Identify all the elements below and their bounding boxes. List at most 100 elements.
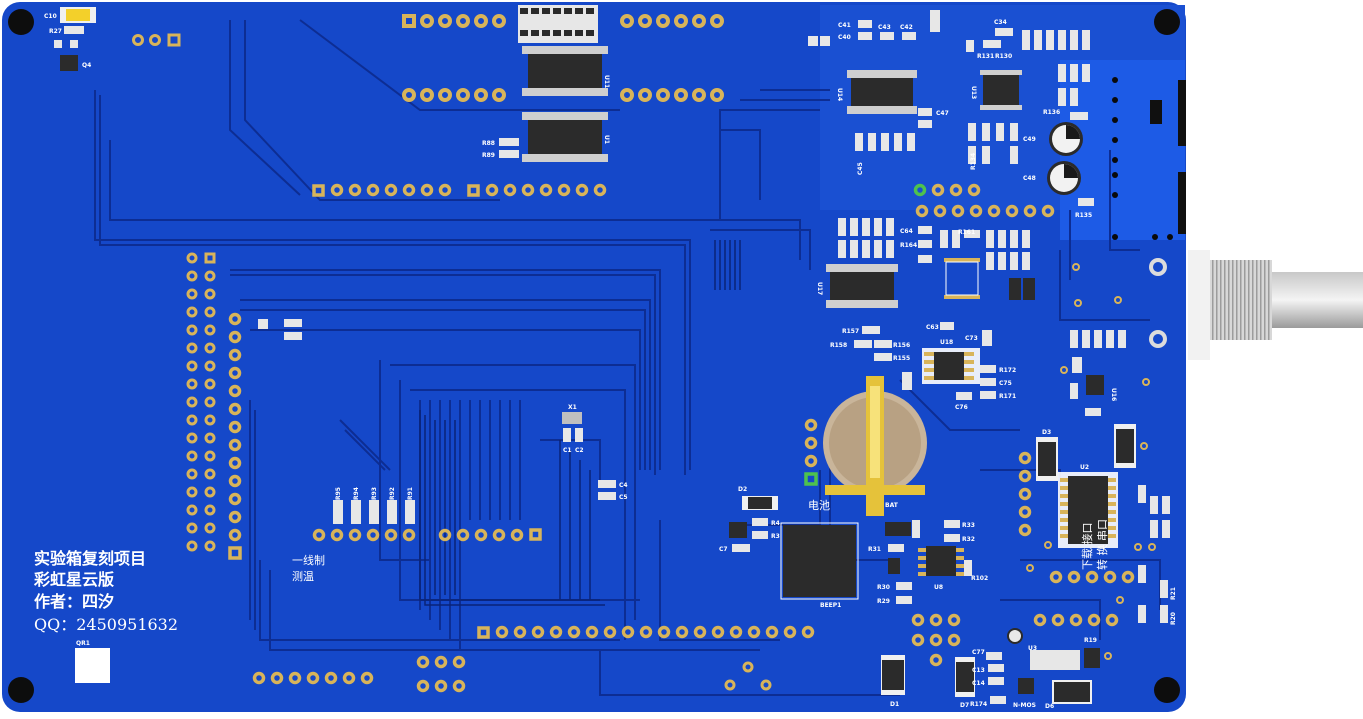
resistors-r134-r135: R134 — [968, 123, 1018, 170]
header-left-single-column — [228, 312, 242, 560]
resistor-array-top — [518, 5, 598, 43]
resistors-r130-r131: R131 R130 C34 — [966, 19, 1013, 60]
label-u3: U3 — [1028, 645, 1037, 652]
label-c2: C2 — [575, 447, 584, 454]
header-below-u8 — [911, 613, 961, 667]
label-c7: C7 — [719, 546, 728, 553]
silk-download-1: 下载 接口 — [1081, 523, 1094, 571]
label-c40: C40 — [838, 34, 851, 41]
label-u11: U11 — [603, 75, 610, 88]
bnc-connector — [1149, 250, 1363, 360]
silk-onewire-1: 一线制 — [292, 553, 325, 567]
part-q4: Q4 — [54, 40, 91, 71]
label-r102: R102 — [971, 575, 988, 582]
buzzer-beep1: BEEP1 — [780, 522, 859, 609]
label-r4: R4 — [771, 520, 780, 527]
label-r91: R91 — [407, 487, 414, 500]
header-battery-left — [804, 418, 818, 486]
resistors-far-right: R20 R21 — [1138, 485, 1177, 625]
label-c73: C73 — [965, 335, 978, 342]
resistors-u17-top: C64 R164 — [838, 218, 932, 263]
label-d6: D6 — [1045, 703, 1054, 710]
label-u8: U8 — [934, 584, 943, 591]
label-u16: U16 — [1110, 388, 1117, 401]
part-near-c30 — [258, 319, 302, 340]
label-c64: C64 — [900, 228, 913, 235]
label-r30: R30 — [877, 584, 890, 591]
label-r29: R29 — [877, 598, 890, 605]
label-r33: R33 — [962, 522, 975, 529]
chip-u8: U8 — [918, 546, 964, 591]
label-r130: R130 — [995, 53, 1012, 60]
caps-c45-c47: C45 C47 — [855, 108, 949, 175]
resistors-top-right-cluster: R136 — [1022, 30, 1090, 120]
label-c41: C41 — [838, 22, 851, 29]
vias-misc — [1026, 263, 1156, 660]
mounting-holes — [8, 9, 1180, 703]
label-r174: R174 — [970, 701, 987, 708]
label-c77: C77 — [972, 649, 985, 656]
chip-u17: U17 — [816, 264, 898, 308]
label-c75: C75 — [999, 380, 1012, 387]
label-r135: R135 — [1075, 212, 1092, 219]
trace-layer-inner — [419, 240, 741, 606]
label-r158: R158 — [830, 342, 847, 349]
silk-download-2: 转 换 串口 — [1095, 519, 1109, 570]
label-r94: R94 — [353, 487, 360, 500]
silk-nmos: N-MOS — [1013, 702, 1036, 709]
label-c45: C45 — [857, 162, 864, 175]
part-r27: R27 — [49, 26, 84, 35]
label-c76: C76 — [955, 404, 968, 411]
crystal-x1: X1 C1 C2 — [562, 404, 584, 454]
header-bottom-left — [252, 655, 466, 693]
chip-u11: U11 — [522, 46, 610, 96]
chip-u14: U14 — [836, 70, 917, 114]
label-r171: R171 — [999, 393, 1016, 400]
label-r89: R89 — [482, 152, 495, 159]
label-r156: R156 — [893, 342, 910, 349]
diode-right-vertical — [1114, 424, 1136, 468]
label-c43: C43 — [878, 24, 891, 31]
copper-pour-right — [1060, 60, 1185, 240]
label-c34: C34 — [994, 19, 1007, 26]
label-r131: R131 — [977, 53, 994, 60]
label-q4: Q4 — [82, 62, 91, 69]
diode-d3: D3 — [1036, 429, 1058, 481]
label-x1: X1 — [568, 404, 577, 411]
header-top-row-left — [402, 14, 506, 28]
header-top-row-right — [620, 14, 724, 28]
label-r27: R27 — [49, 28, 62, 35]
label-r136: R136 — [1043, 109, 1060, 116]
audio-jack-bottom — [1178, 172, 1186, 234]
audio-jack-top — [1150, 80, 1186, 146]
label-r88: R88 — [482, 140, 495, 147]
chip-u16-u18-area: R161 C63 C73 — [926, 229, 1035, 346]
silk-onewire-2: 测温 — [292, 570, 314, 583]
label-c42: C42 — [900, 24, 913, 31]
header-bottom-long — [477, 625, 815, 639]
label-u13: U13 — [970, 86, 977, 99]
caps-c4-c5: C4 C5 — [598, 480, 628, 501]
resistors-r155-r158: R157 R158 R156 R155 — [830, 326, 912, 390]
parts-around-u8: R33 R32 R31 R30 R29 R102 — [868, 520, 988, 605]
header-second-row-left — [402, 88, 506, 102]
label-c5: C5 — [619, 494, 628, 501]
label-r92: R92 — [389, 487, 396, 500]
electrolytic-caps: C49 C48 R135 — [1023, 122, 1094, 219]
battery-holder: BAT 电池 — [808, 376, 927, 516]
qr-code: QR1 — [75, 640, 110, 683]
label-d2: D2 — [738, 486, 747, 493]
label-d1: D1 — [890, 701, 899, 708]
part-c10: C10 — [44, 7, 96, 23]
label-c49: C49 — [1023, 136, 1036, 143]
chip-u13: U13 — [970, 70, 1022, 110]
label-d7: D7 — [960, 702, 969, 709]
label-r134: R134 — [970, 153, 977, 170]
label-r164: R164 — [900, 242, 917, 249]
parts-bottom-right: C77 C13 C14 R174 N-MOS U3 D6 R19 — [970, 628, 1100, 710]
label-r157: R157 — [842, 328, 859, 335]
resistors-r3-r4: R4 R3 C7 — [719, 518, 780, 553]
label-beep1: BEEP1 — [820, 602, 841, 609]
trace-layer — [94, 19, 1161, 696]
